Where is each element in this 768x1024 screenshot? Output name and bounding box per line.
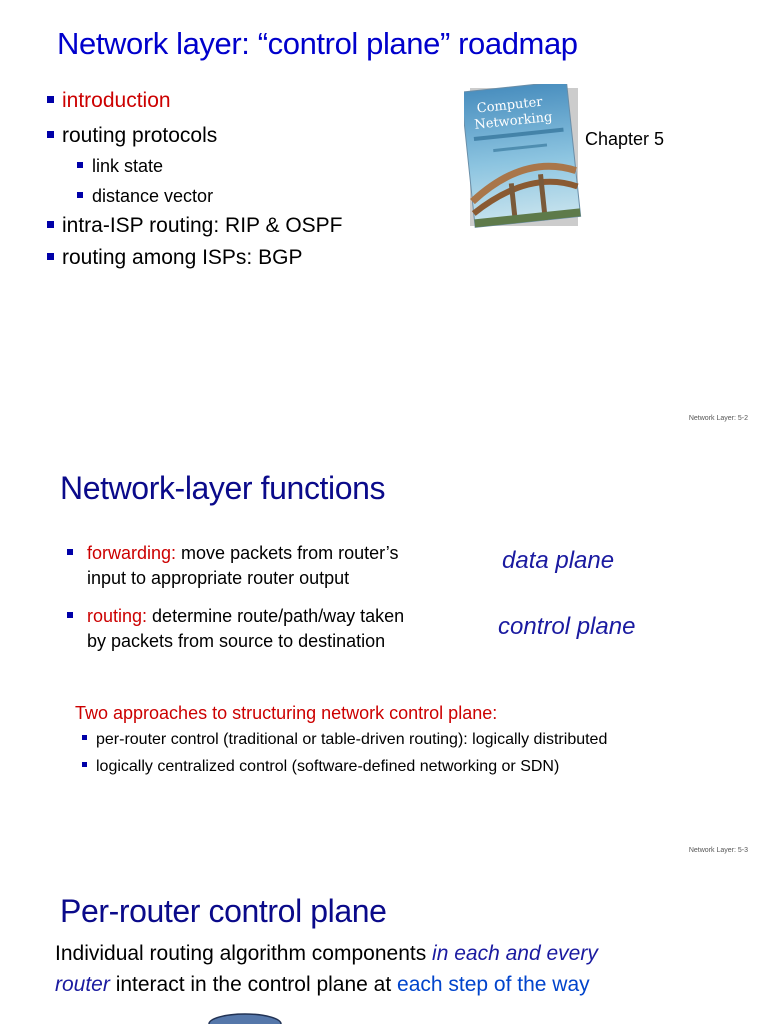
square-bullet-icon <box>47 220 54 228</box>
list-item-text: distance vector <box>92 186 214 206</box>
slide-network-layer-functions: Network-layer functions forwarding: move… <box>0 432 768 864</box>
square-bullet-icon <box>77 162 83 169</box>
control-plane-label: control plane <box>498 613 636 640</box>
list-item-text: per-router control (traditional or table… <box>96 731 608 748</box>
list-item-text: link state <box>92 156 164 176</box>
square-bullet-icon <box>67 549 73 556</box>
list-item: introduction <box>47 89 171 113</box>
list-item-text: routing protocols <box>62 124 218 147</box>
slide-footer: Network Layer: 5-2 <box>688 415 748 422</box>
emphasis-text: router <box>55 973 110 996</box>
list-item-text: routing among ISPs: BGP <box>62 246 303 269</box>
definition-text: move packets from router’s <box>176 543 399 563</box>
list-item: per-router control (traditional or table… <box>82 731 607 749</box>
book-title-line: Computer <box>476 95 544 117</box>
data-plane-label: data plane <box>502 547 615 574</box>
list-item: routing protocols <box>47 124 217 148</box>
list-item-text: introduction <box>62 89 171 112</box>
definition-text: input to appropriate router output <box>87 568 350 588</box>
list-item: routing among ISPs: BGP <box>47 246 302 270</box>
slide-title: Network layer: “control plane” roadmap <box>57 26 578 61</box>
list-item-text: logically centralized control (software-… <box>96 758 560 775</box>
term-label: routing: <box>87 606 148 626</box>
emphasis-text: in each and every <box>432 942 598 965</box>
list-item: distance vector <box>77 186 213 207</box>
list-item: routing: determine route/path/way taken … <box>67 604 404 654</box>
slide-roadmap: Network layer: “control plane” roadmap i… <box>0 0 768 432</box>
body-text: Individual routing algorithm components <box>55 942 433 965</box>
router-icon <box>208 1013 282 1024</box>
square-bullet-icon <box>82 762 87 768</box>
slide-per-router-control-plane: Per-router control plane Individual rout… <box>0 864 768 1024</box>
highlight-text: each step of the way <box>397 973 590 996</box>
square-bullet-icon <box>47 95 54 103</box>
square-bullet-icon <box>47 252 54 260</box>
slide-title: Network-layer functions <box>60 470 386 506</box>
square-bullet-icon <box>77 192 83 199</box>
slide-title: Per-router control plane <box>60 893 387 929</box>
body-paragraph: Individual routing algorithm components … <box>55 938 598 1000</box>
square-bullet-icon <box>82 735 87 741</box>
square-bullet-icon <box>47 130 54 138</box>
chapter-label: Chapter 5 <box>585 129 665 149</box>
definition-text: determine route/path/way taken <box>147 606 405 626</box>
slide-footer: Network Layer: 5-3 <box>688 847 748 854</box>
approaches-heading: Two approaches to structuring network co… <box>75 703 498 723</box>
list-item: intra-ISP routing: RIP & OSPF <box>47 214 343 238</box>
square-bullet-icon <box>67 612 73 619</box>
list-item-text: intra-ISP routing: RIP & OSPF <box>62 214 343 237</box>
list-item: logically centralized control (software-… <box>82 758 559 776</box>
definition-text: by packets from source to destination <box>87 631 386 651</box>
book-cover-image: Computer Networking <box>464 84 582 228</box>
list-item: forwarding: move packets from router’s i… <box>67 541 398 591</box>
list-item: link state <box>77 156 163 177</box>
term-label: forwarding: <box>87 543 177 563</box>
body-text: interact in the control plane at <box>109 973 398 996</box>
